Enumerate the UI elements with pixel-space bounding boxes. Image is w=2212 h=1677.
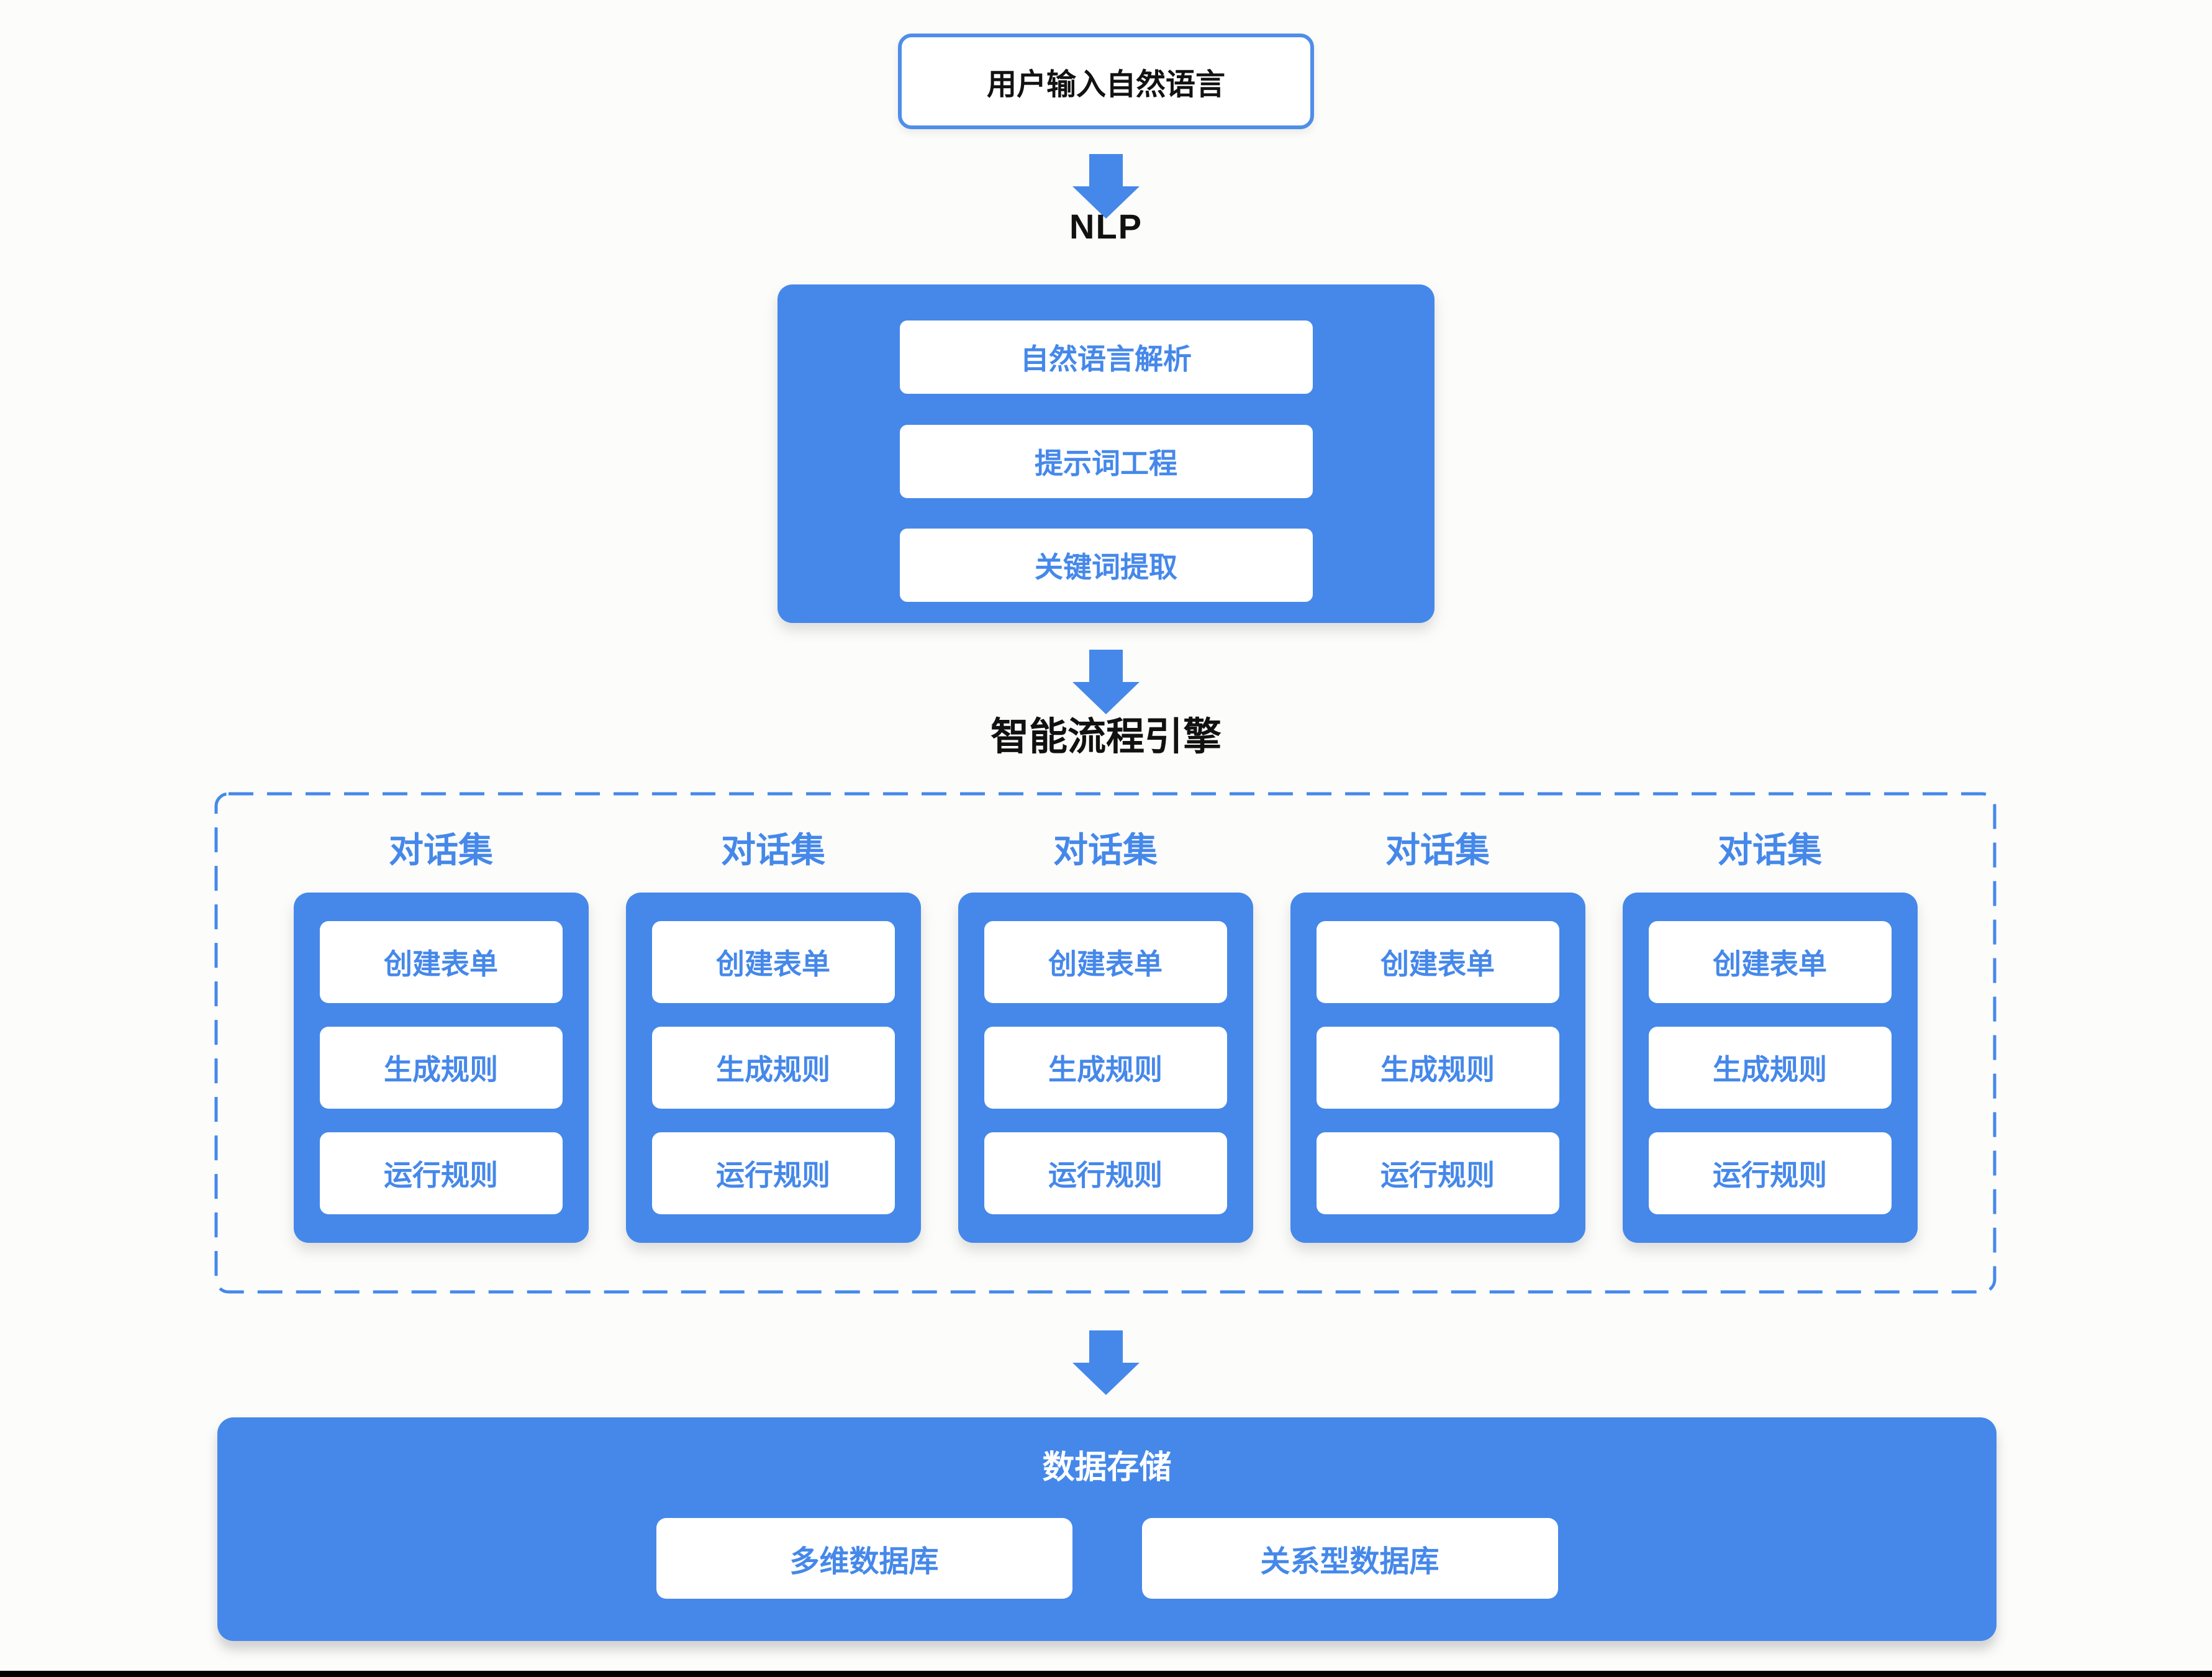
step-run-rules: 运行规则 xyxy=(984,1132,1227,1214)
dialog-set-title: 对话集 xyxy=(1385,830,1490,870)
dialog-set-column: 对话集 创建表单 生成规则 运行规则 xyxy=(293,830,589,1243)
dialog-set-title: 对话集 xyxy=(721,830,825,870)
step-create-form: 创建表单 xyxy=(984,921,1227,1003)
step-generate-rules: 生成规则 xyxy=(319,1027,563,1109)
dialog-set-card: 创建表单 生成规则 运行规则 xyxy=(293,893,589,1243)
step-run-rules: 运行规则 xyxy=(1648,1132,1892,1214)
dialog-set-row: 对话集 创建表单 生成规则 运行规则 对话集 创建表单 生成规则 运行规则 对话… xyxy=(214,830,1997,1243)
node-user-input: 用户输入自然语言 xyxy=(898,34,1314,129)
step-create-form: 创建表单 xyxy=(1316,921,1559,1003)
step-create-form: 创建表单 xyxy=(651,921,895,1003)
dialog-set-column: 对话集 创建表单 生成规则 运行规则 xyxy=(625,830,921,1243)
step-run-rules: 运行规则 xyxy=(319,1132,563,1214)
dialog-set-card: 创建表单 生成规则 运行规则 xyxy=(1290,893,1585,1243)
dialog-set-card: 创建表单 生成规则 运行规则 xyxy=(958,893,1253,1243)
step-run-rules: 运行规则 xyxy=(1316,1132,1559,1214)
arrow-head xyxy=(1072,1363,1140,1395)
section-label-nlp: NLP xyxy=(1069,207,1143,246)
arrow-stem xyxy=(1089,1330,1123,1363)
section-label-engine: 智能流程引擎 xyxy=(990,716,1222,758)
step-generate-rules: 生成规则 xyxy=(651,1027,895,1109)
dialog-set-column: 对话集 创建表单 生成规则 运行规则 xyxy=(1290,830,1585,1243)
dialog-set-column: 对话集 创建表单 生成规则 运行规则 xyxy=(958,830,1253,1243)
step-generate-rules: 生成规则 xyxy=(1316,1027,1559,1109)
node-data-storage: 数据存储 多维数据库 关系型数据库 xyxy=(217,1417,1997,1641)
arrow-head xyxy=(1072,682,1140,714)
arrow-down-icon xyxy=(1072,650,1140,714)
nlp-step-keyword: 关键词提取 xyxy=(899,529,1313,602)
dialog-set-title: 对话集 xyxy=(1053,830,1158,870)
step-create-form: 创建表单 xyxy=(1648,921,1892,1003)
nlp-step-parse: 自然语言解析 xyxy=(899,320,1313,394)
arrow-head xyxy=(1072,186,1140,219)
node-multidimensional-db: 多维数据库 xyxy=(656,1518,1072,1599)
dialog-set-title: 对话集 xyxy=(389,830,493,870)
database-row: 多维数据库 关系型数据库 xyxy=(217,1518,1997,1599)
step-generate-rules: 生成规则 xyxy=(984,1027,1227,1109)
node-user-input-label: 用户输入自然语言 xyxy=(986,68,1225,101)
nlp-group: 自然语言解析 提示词工程 关键词提取 xyxy=(777,284,1435,623)
bottom-edge-bar xyxy=(0,1671,2212,1677)
step-create-form: 创建表单 xyxy=(319,921,563,1003)
nlp-step-prompt: 提示词工程 xyxy=(899,424,1313,498)
dialog-set-card: 创建表单 生成规则 运行规则 xyxy=(625,893,921,1243)
dialog-set-column: 对话集 创建表单 生成规则 运行规则 xyxy=(1622,830,1918,1243)
dialog-set-title: 对话集 xyxy=(1718,830,1822,870)
arrow-stem xyxy=(1089,154,1123,186)
node-relational-db: 关系型数据库 xyxy=(1141,1518,1558,1599)
step-generate-rules: 生成规则 xyxy=(1648,1027,1892,1109)
dashed-border xyxy=(214,792,1997,1294)
arrow-down-icon xyxy=(1072,1330,1140,1395)
arrow-stem xyxy=(1089,650,1123,682)
arrow-down-icon xyxy=(1072,154,1140,219)
dialog-set-card: 创建表单 生成规则 运行规则 xyxy=(1622,893,1918,1243)
step-run-rules: 运行规则 xyxy=(651,1132,895,1214)
engine-group: 对话集 创建表单 生成规则 运行规则 对话集 创建表单 生成规则 运行规则 对话… xyxy=(214,792,1997,1294)
data-storage-title: 数据存储 xyxy=(1042,1450,1172,1486)
